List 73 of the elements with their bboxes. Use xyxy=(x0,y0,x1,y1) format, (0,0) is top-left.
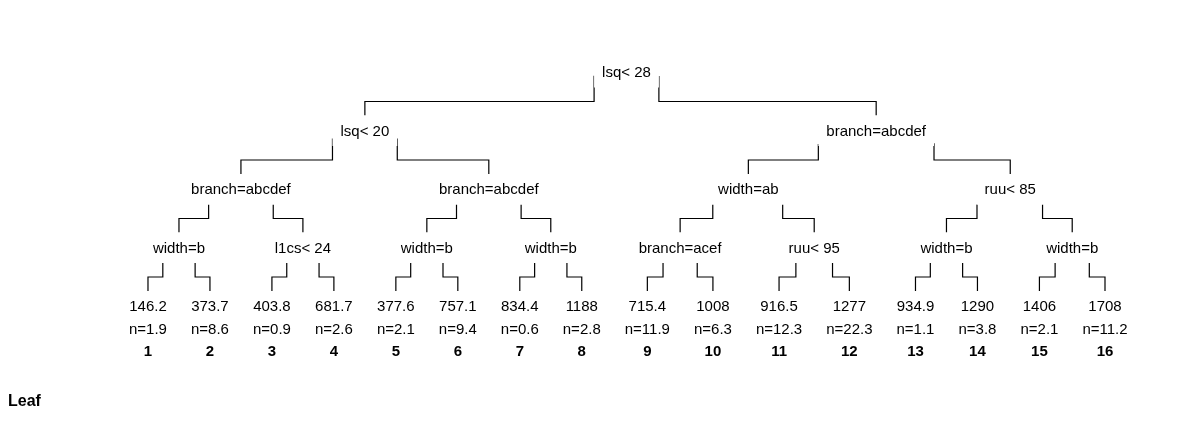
node-text: width=b xyxy=(920,238,973,256)
node-text: branch=abcdef xyxy=(826,121,926,139)
connector xyxy=(518,262,535,292)
connector xyxy=(945,204,978,234)
connector xyxy=(1041,204,1073,234)
node-text: 1290 n=3.8 xyxy=(958,297,997,337)
row-label: Leaf xyxy=(8,392,42,410)
connector xyxy=(781,204,815,234)
connector xyxy=(1038,262,1056,292)
node-label: 10 xyxy=(704,342,721,360)
node-label: 5 xyxy=(391,342,400,360)
connector xyxy=(271,262,288,292)
node-text: branch=abcdef xyxy=(190,180,291,198)
node-text: l1cs< 24 xyxy=(274,238,331,256)
connector xyxy=(178,204,209,234)
node-text: ruu< 95 xyxy=(788,238,840,256)
node-text: 834.4 n=0.6 xyxy=(500,297,539,337)
node-text: 681.7 n=2.6 xyxy=(314,297,353,337)
connector xyxy=(147,262,164,292)
connector xyxy=(272,204,304,234)
node-label: 1 xyxy=(143,342,152,360)
node-text: 1708 n=11.2 xyxy=(1082,297,1128,337)
connector xyxy=(696,262,714,292)
node-text: branch=abcdef xyxy=(438,180,539,198)
connector xyxy=(442,262,459,292)
node-label: 8 xyxy=(577,342,586,360)
node-text: 377.6 n=2.1 xyxy=(376,297,415,337)
node-text: 1188 n=2.8 xyxy=(562,297,601,337)
node-text: 146.2 n=1.9 xyxy=(128,297,167,337)
connector xyxy=(914,262,931,292)
node-text: 1008 n=6.3 xyxy=(693,297,732,337)
node-text: 1277 n=22.3 xyxy=(825,297,873,337)
node-label: 15 xyxy=(1030,342,1048,360)
node-text: 1406 n=2.1 xyxy=(1020,297,1059,337)
node-text: 934.9 n=1.1 xyxy=(896,297,935,337)
node-text: 403.8 n=0.9 xyxy=(252,297,291,337)
node-text: 757.1 n=9.4 xyxy=(438,297,477,337)
connector xyxy=(318,262,335,292)
connector xyxy=(425,204,457,234)
node-label: 12 xyxy=(840,342,858,360)
node-label: 3 xyxy=(267,342,276,360)
node-text: width=ab xyxy=(717,180,779,198)
node-label: 9 xyxy=(642,342,652,360)
connector xyxy=(363,75,595,117)
node-text: ruu< 85 xyxy=(984,180,1036,198)
node-text: branch=acef xyxy=(638,238,722,256)
connector xyxy=(194,262,211,292)
connector xyxy=(933,143,1011,175)
node-text: width=b xyxy=(524,238,577,256)
node-label: 13 xyxy=(906,342,924,360)
connector xyxy=(394,262,411,292)
node-label: 4 xyxy=(329,342,338,360)
node-label: 6 xyxy=(453,342,462,360)
connector xyxy=(831,262,850,292)
connector xyxy=(520,204,552,234)
node-label: 7 xyxy=(515,342,524,360)
node-text: width=b xyxy=(152,238,205,256)
node-label: 14 xyxy=(968,342,986,360)
node-text: 373.7 n=8.6 xyxy=(190,297,229,337)
connector xyxy=(778,262,797,292)
connector xyxy=(566,262,583,292)
connector xyxy=(646,262,664,292)
node-text: width=b xyxy=(400,238,453,256)
connector xyxy=(961,262,978,292)
node-text: 916.5 n=12.3 xyxy=(755,297,802,337)
node-label: 16 xyxy=(1096,342,1114,360)
node-text: 715.4 n=11.9 xyxy=(624,297,670,337)
connector xyxy=(679,204,714,234)
node-text: lsq< 28 xyxy=(601,63,651,81)
node-text: width=b xyxy=(1045,238,1098,256)
node-label: 11 xyxy=(770,342,787,360)
node-label: 2 xyxy=(205,342,214,360)
connector xyxy=(1088,262,1106,292)
